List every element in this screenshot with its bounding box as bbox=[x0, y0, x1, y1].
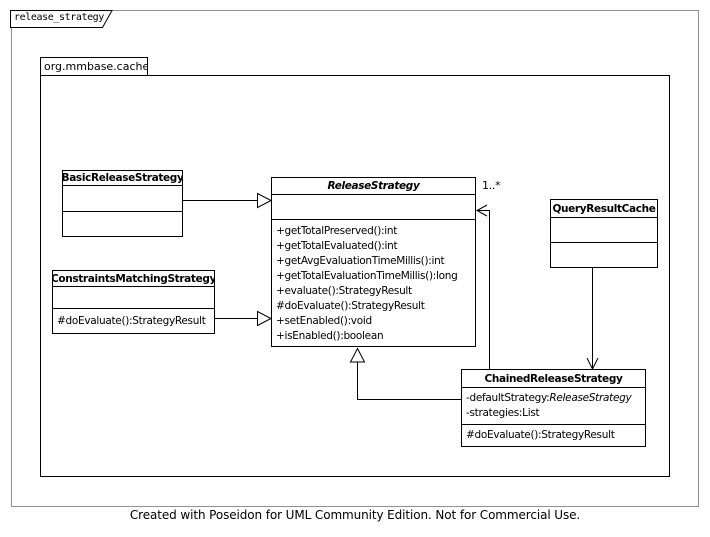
method-item: +evaluate():StrategyResult bbox=[276, 285, 412, 297]
hollow-triangle-icon bbox=[257, 192, 273, 209]
method-item: +getAvgEvaluationTimeMillis():int bbox=[276, 255, 445, 267]
hollow-triangle-up-icon bbox=[349, 347, 366, 363]
generalization-line-constraints bbox=[215, 318, 257, 319]
methods-compartment bbox=[63, 212, 182, 236]
method-item: +setEnabled():void bbox=[276, 315, 372, 327]
attributes-compartment bbox=[53, 287, 214, 309]
hollow-triangle-icon bbox=[257, 310, 273, 327]
method-item: +getTotalEvaluationTimeMillis():long bbox=[276, 270, 458, 282]
class-title: ConstraintsMatchingStrategy bbox=[53, 271, 214, 287]
attributes-compartment bbox=[63, 186, 182, 212]
generalization-line-chained-vertical bbox=[357, 362, 358, 400]
method-item: +getTotalEvaluated():int bbox=[276, 240, 398, 252]
class-title: ChainedReleaseStrategy bbox=[462, 370, 645, 388]
attributes-compartment bbox=[551, 218, 657, 243]
methods-compartment: +getTotalPreserved():int +getTotalEvalua… bbox=[272, 220, 475, 346]
class-query-result-cache[interactable]: QueryResultCache bbox=[550, 199, 658, 268]
attributes-compartment bbox=[272, 195, 475, 220]
method-item: #doEvaluate():StrategyResult bbox=[466, 429, 615, 441]
package-name-label: org.mmbase.cache bbox=[40, 57, 148, 76]
association-line-chained-release-vertical bbox=[489, 210, 490, 369]
class-title: QueryResultCache bbox=[551, 200, 657, 218]
attribute-item: -defaultStrategy:ReleaseStrategy bbox=[466, 392, 632, 404]
attribute-item: -strategies:List bbox=[466, 407, 540, 419]
diagram-title: release_strategy bbox=[14, 12, 104, 23]
method-item: #doEvaluate():StrategyResult bbox=[57, 315, 206, 327]
class-title: BasicReleaseStrategy bbox=[63, 172, 182, 186]
open-arrow-left-icon bbox=[475, 204, 488, 217]
multiplicity-label: 1..* bbox=[482, 179, 501, 192]
poseidon-watermark: Created with Poseidon for UML Community … bbox=[129, 508, 581, 522]
method-item: +getTotalPreserved():int bbox=[276, 225, 398, 237]
association-line-query-chained bbox=[592, 268, 593, 369]
method-item: +isEnabled():boolean bbox=[276, 330, 384, 342]
association-line-chained-release-horizontal bbox=[477, 210, 490, 211]
tab-pentagon-shape bbox=[10, 10, 113, 28]
generalization-line-basic bbox=[183, 200, 257, 201]
class-release-strategy[interactable]: ReleaseStrategy +getTotalPreserved():int… bbox=[271, 177, 476, 347]
class-constraints-matching-strategy[interactable]: ConstraintsMatchingStrategy #doEvaluate(… bbox=[52, 270, 215, 334]
methods-compartment bbox=[551, 243, 657, 267]
class-title: ReleaseStrategy bbox=[272, 178, 475, 195]
attributes-compartment: -defaultStrategy:ReleaseStrategy -strate… bbox=[462, 388, 645, 425]
methods-compartment: #doEvaluate():StrategyResult bbox=[462, 425, 645, 446]
generalization-line-chained-horizontal bbox=[357, 399, 461, 400]
open-arrow-down-icon bbox=[586, 357, 599, 371]
methods-compartment: #doEvaluate():StrategyResult bbox=[53, 309, 214, 333]
diagram-frame-border bbox=[11, 10, 699, 507]
diagram-name-tab: release_strategy bbox=[9, 9, 115, 29]
class-chained-release-strategy[interactable]: ChainedReleaseStrategy -defaultStrategy:… bbox=[461, 369, 646, 447]
method-item: #doEvaluate():StrategyResult bbox=[276, 300, 425, 312]
class-basic-release-strategy[interactable]: BasicReleaseStrategy bbox=[62, 170, 183, 237]
